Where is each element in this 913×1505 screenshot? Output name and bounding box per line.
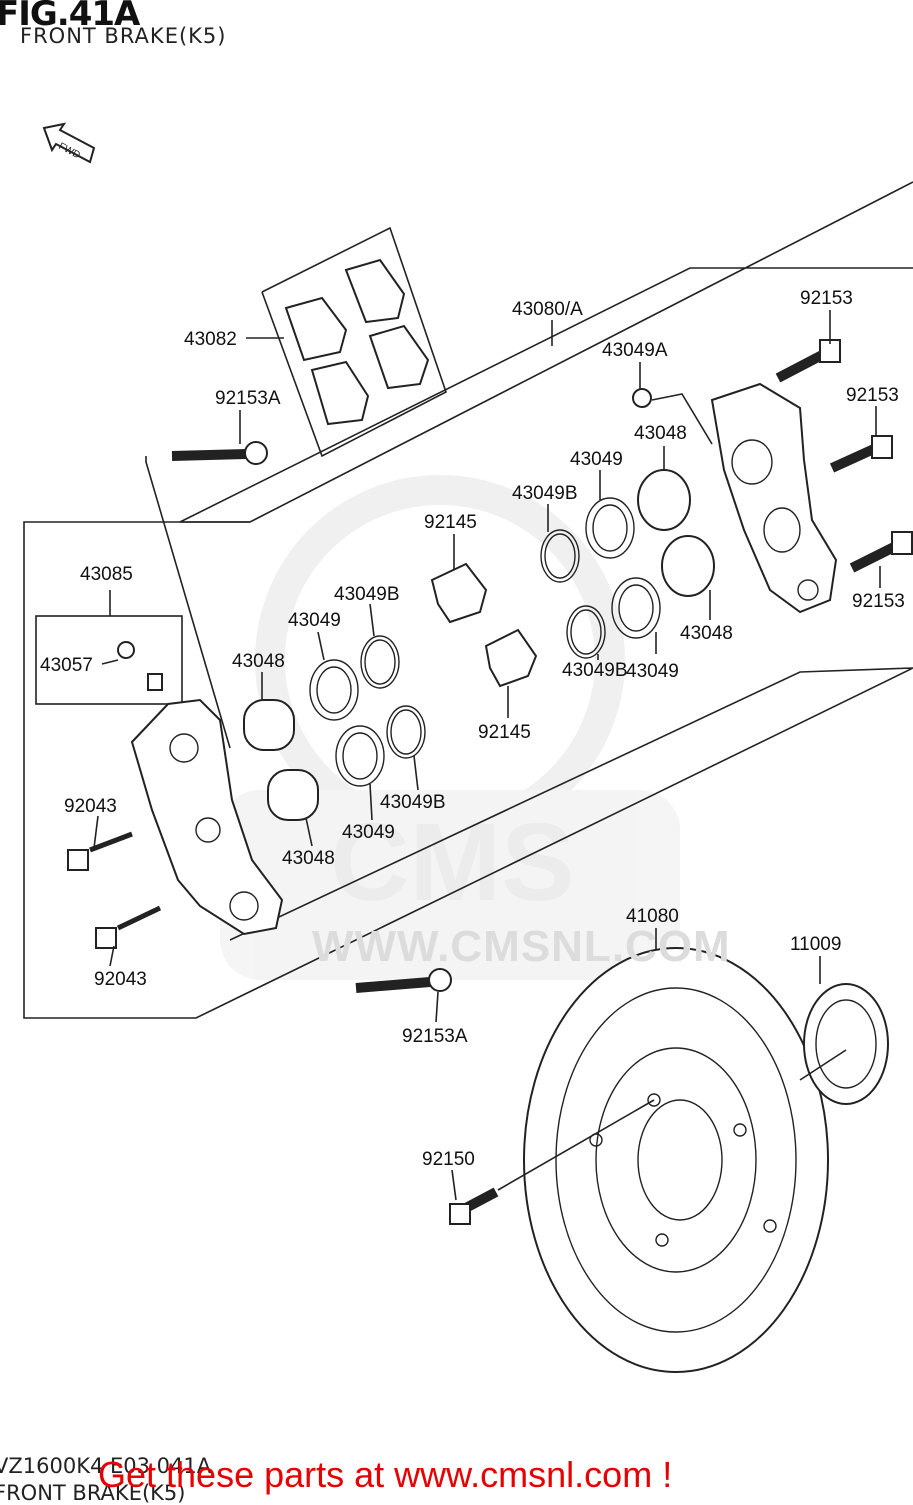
piston-43048-right-bottom [661, 535, 715, 597]
fwd-arrow-icon [42, 122, 96, 164]
callout-92145-top: 92145 [424, 512, 477, 533]
callout-43049-right-top: 43049 [570, 449, 623, 470]
callout-43049a: 43049A [602, 340, 668, 361]
bolt-92150 [449, 1187, 499, 1225]
seal-43049-right-top [585, 497, 635, 559]
bolt-92043-bottom [95, 905, 162, 949]
pad-spring-92145-top [430, 562, 488, 624]
callout-92153-bottom: 92153 [852, 591, 905, 612]
footer-diagram-code: VZ1600K4 E03 041A [0, 1454, 212, 1478]
callout-92153-mid: 92153 [846, 385, 899, 406]
brake-disc-41080 [523, 947, 829, 1373]
disc-gasket-11009 [803, 983, 889, 1105]
callout-43048-right-top: 43048 [634, 423, 687, 444]
callout-43049b-left-bottom: 43049B [380, 792, 446, 813]
seal-43049-right-bottom [611, 577, 661, 639]
callout-43082: 43082 [184, 329, 237, 350]
callout-43049-right-bottom: 43049 [626, 661, 679, 682]
watermark-text: WWW.CMSNL.COM [312, 922, 731, 971]
right-caliper [710, 382, 838, 614]
callout-92043-top: 92043 [64, 796, 117, 817]
callout-43048-left-top: 43048 [232, 651, 285, 672]
callout-43049-left-bottom: 43049 [342, 822, 395, 843]
callout-92043-bottom: 92043 [94, 969, 147, 990]
piston-43048-right-top [637, 469, 691, 531]
figure-subtitle: FRONT BRAKE(K5) [20, 24, 227, 48]
promo-link[interactable]: Get these parts at www.cmsnl.com ! [98, 1454, 673, 1495]
callout-11009: 11009 [790, 934, 841, 955]
callout-43048-left-bottom: 43048 [282, 848, 335, 869]
seal-43049B-right-top [540, 529, 580, 583]
callout-43049b-left-top: 43049B [334, 584, 400, 605]
seal-43049B-left-top [360, 635, 400, 689]
callout-43048-right-bottom: 43048 [680, 623, 733, 644]
seal-43049B-right-bottom [566, 605, 606, 659]
bolt-92153A-bottom [355, 968, 452, 993]
figure-number: FIG.41A [0, 0, 140, 34]
callout-43049-left-top: 43049 [288, 610, 341, 631]
callout-41080: 41080 [626, 906, 679, 927]
group-box-caliper-left [23, 521, 913, 1019]
bolt-92153-bottom [849, 531, 913, 573]
bleeder-box [35, 615, 183, 705]
bleeder-43057 [117, 641, 163, 691]
pad-spring-92145-bottom [484, 628, 538, 688]
bolt-92043-top [67, 831, 133, 871]
piston-43048-left-top [243, 699, 295, 751]
callout-92150: 92150 [422, 1149, 475, 1170]
callout-43057: 43057 [40, 655, 93, 676]
pad-set-box [261, 226, 447, 458]
svg-text:CMS: CMS [330, 801, 574, 924]
callout-92153a-bottom: 92153A [402, 1026, 468, 1047]
brake-pad-set [284, 258, 430, 426]
seal-43049B-left-bottom [386, 705, 426, 759]
leader-lines [93, 310, 881, 1201]
callout-92145-bottom: 92145 [478, 722, 531, 743]
seal-43049-left-top [309, 659, 359, 721]
nut-43049A [632, 388, 652, 408]
callout-43049b-right-top: 43049B [512, 483, 578, 504]
left-caliper [130, 698, 284, 936]
seal-43049-left-bottom [335, 725, 385, 787]
callout-43085: 43085 [80, 564, 133, 585]
piston-43048-left-bottom [267, 769, 319, 821]
callout-43080a: 43080/A [512, 299, 583, 320]
bolt-92153-top [775, 339, 841, 383]
callout-43049b-right-bottom: 43049B [562, 660, 628, 681]
bolt-92153A-top [171, 441, 268, 465]
bolt-92153-mid [829, 435, 893, 473]
callout-92153-top: 92153 [800, 288, 853, 309]
callout-92153a-top: 92153A [215, 388, 281, 409]
